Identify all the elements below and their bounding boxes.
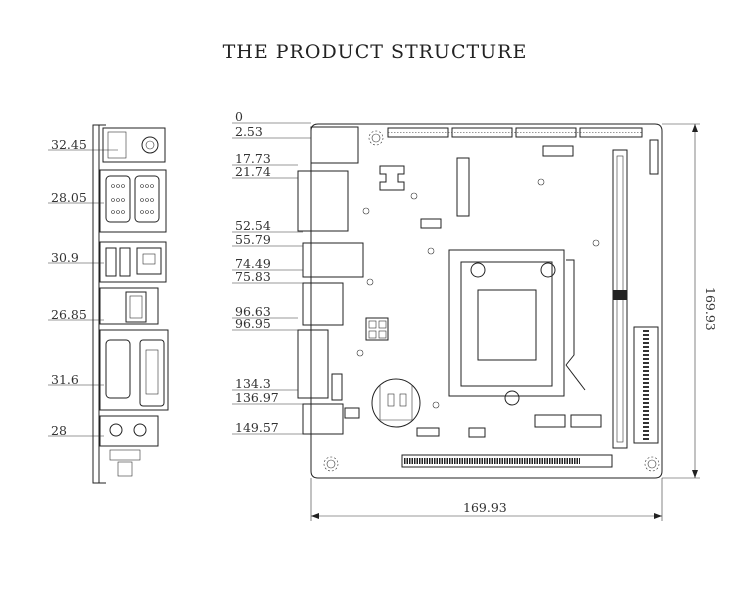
height-dimension: 169.93: [703, 287, 718, 331]
dim-52-54: 52.54: [235, 218, 271, 233]
dim-75-83: 75.83: [235, 269, 271, 284]
side-dim-5: 31.6: [51, 372, 79, 387]
dim-21-74: 21.74: [235, 164, 271, 179]
dim-136-97: 136.97: [235, 390, 279, 405]
side-dim-4: 26.85: [51, 307, 87, 322]
side-dim-1: 32.45: [51, 137, 87, 152]
dim-2-53: 2.53: [235, 124, 263, 139]
dim-55-79: 55.79: [235, 232, 271, 247]
dim-0: 0: [235, 109, 243, 124]
side-view: [48, 124, 169, 484]
dim-74-49: 74.49: [235, 256, 271, 271]
dim-17-73: 17.73: [235, 151, 271, 166]
side-dim-2: 28.05: [51, 190, 87, 205]
width-dimension: 169.93: [463, 500, 507, 515]
dim-134-3: 134.3: [235, 376, 271, 391]
top-view: [232, 122, 700, 521]
dim-149-57: 149.57: [235, 420, 279, 435]
side-dim-3: 30.9: [51, 250, 79, 265]
dim-96-63: 96.63: [235, 304, 271, 319]
dim-96-95: 96.95: [235, 316, 271, 331]
page-title: THE PRODUCT STRUCTURE: [222, 41, 528, 63]
side-dim-6: 28: [51, 423, 67, 438]
